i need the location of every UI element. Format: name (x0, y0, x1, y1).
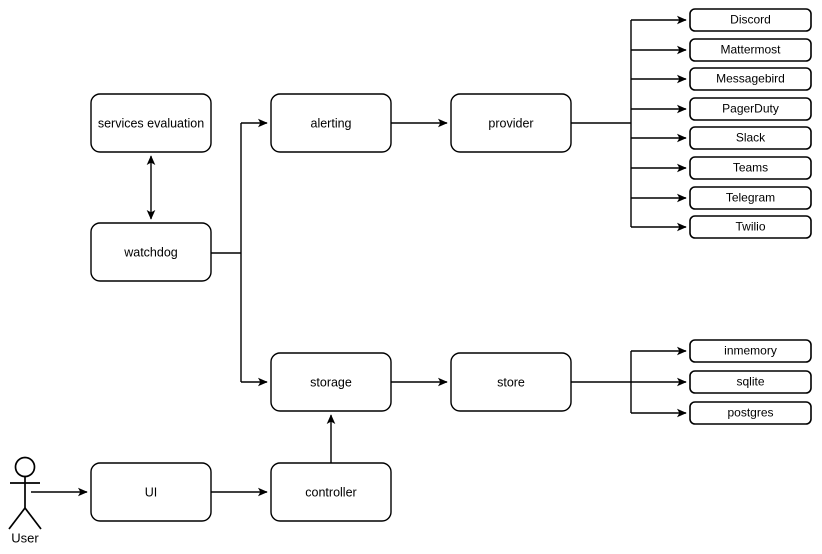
node-provider-pagerduty-label: PagerDuty (722, 102, 779, 116)
provider-connector-group (631, 15, 687, 232)
node-store-rect[interactable] (450, 352, 572, 412)
node-storage-label: storage (310, 375, 352, 389)
node-provider-telegram[interactable]: Telegram (689, 186, 812, 210)
node-alerting-label: alerting (311, 116, 352, 130)
node-controller-label: controller (305, 485, 356, 499)
node-provider-slack[interactable]: Slack (689, 126, 812, 150)
edge-group (31, 20, 632, 497)
node-services-evaluation[interactable]: services evaluation (90, 93, 212, 153)
node-provider-slack-rect[interactable] (689, 126, 812, 150)
node-watchdog-rect[interactable] (90, 222, 212, 282)
node-provider-discord-label: Discord (730, 13, 771, 27)
node-provider-slack-label: Slack (736, 131, 766, 145)
actor-user-label: User (11, 530, 39, 545)
node-provider-rect[interactable] (450, 93, 572, 153)
node-store-inmemory-rect[interactable] (689, 339, 812, 363)
node-store-postgres[interactable]: postgres (689, 401, 812, 425)
node-store-sqlite-label: sqlite (736, 375, 764, 389)
node-provider-mattermost-label: Mattermost (720, 43, 781, 57)
node-store-postgres-label: postgres (727, 406, 773, 420)
node-store-sqlite[interactable]: sqlite (689, 370, 812, 394)
node-provider-teams-rect[interactable] (689, 156, 812, 180)
store-connector-group (631, 346, 687, 418)
node-services-evaluation-rect[interactable] (90, 93, 212, 153)
node-store[interactable]: store (450, 352, 572, 412)
node-provider-label: provider (488, 116, 533, 130)
node-services-evaluation-label: services evaluation (98, 116, 204, 130)
node-provider[interactable]: provider (450, 93, 572, 153)
node-controller-rect[interactable] (270, 462, 392, 522)
node-provider-teams-label: Teams (733, 161, 768, 175)
node-provider-twilio-rect[interactable] (689, 215, 812, 239)
actor-leg-right-icon (24, 507, 42, 530)
node-provider-discord[interactable]: Discord (689, 8, 812, 32)
actor-head-icon (14, 456, 36, 478)
node-provider-twilio-label: Twilio (735, 220, 765, 234)
node-provider-twilio[interactable]: Twilio (689, 215, 812, 239)
node-provider-messagebird-rect[interactable] (689, 67, 812, 91)
node-storage-rect[interactable] (270, 352, 392, 412)
node-store-postgres-rect[interactable] (689, 401, 812, 425)
node-ui[interactable]: UI (90, 462, 212, 522)
node-alerting[interactable]: alerting (270, 93, 392, 153)
node-ui-rect[interactable] (90, 462, 212, 522)
actor-leg-left-icon (8, 507, 26, 530)
node-provider-messagebird[interactable]: Messagebird (689, 67, 812, 91)
node-storage[interactable]: storage (270, 352, 392, 412)
node-provider-discord-rect[interactable] (689, 8, 812, 32)
actor-user[interactable]: User (8, 456, 42, 546)
node-controller[interactable]: controller (270, 462, 392, 522)
node-store-sqlite-rect[interactable] (689, 370, 812, 394)
node-store-label: store (497, 375, 525, 389)
node-provider-pagerduty[interactable]: PagerDuty (689, 97, 812, 121)
node-store-inmemory-label: inmemory (724, 344, 777, 358)
node-alerting-rect[interactable] (270, 93, 392, 153)
node-watchdog[interactable]: watchdog (90, 222, 212, 282)
node-provider-messagebird-label: Messagebird (716, 72, 785, 86)
node-provider-mattermost[interactable]: Mattermost (689, 38, 812, 62)
node-watchdog-label: watchdog (123, 245, 178, 259)
node-provider-telegram-label: Telegram (726, 191, 775, 205)
node-store-inmemory[interactable]: inmemory (689, 339, 812, 363)
node-provider-teams[interactable]: Teams (689, 156, 812, 180)
node-provider-mattermost-rect[interactable] (689, 38, 812, 62)
node-provider-telegram-rect[interactable] (689, 186, 812, 210)
node-provider-pagerduty-rect[interactable] (689, 97, 812, 121)
node-ui-label: UI (145, 485, 158, 499)
